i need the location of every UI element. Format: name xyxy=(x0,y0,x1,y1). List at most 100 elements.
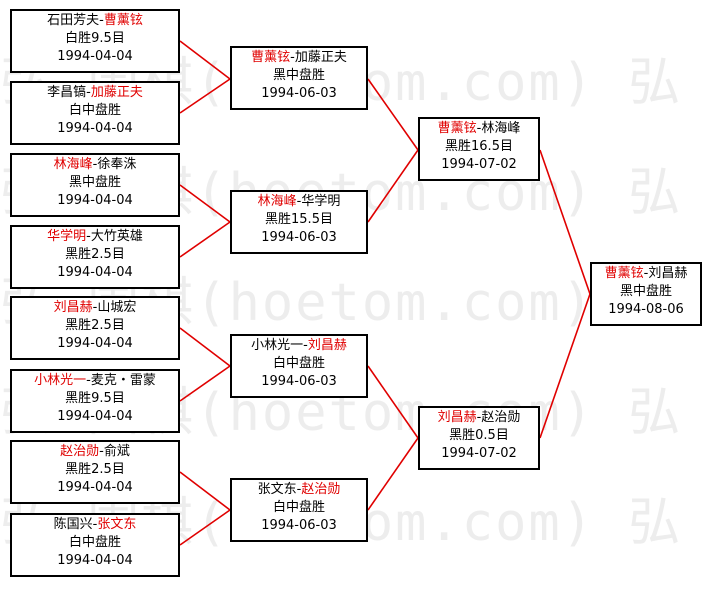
connector-line xyxy=(367,437,419,511)
player-1-winner: 林海峰 xyxy=(53,157,93,172)
player-2: 加藤正夫 xyxy=(294,50,347,65)
match-players: 赵治勋-俞斌 xyxy=(12,443,178,461)
match-date: 1994-06-03 xyxy=(261,86,337,101)
player-1: 石田芳夫 xyxy=(47,13,100,28)
player-2: 林海峰 xyxy=(481,121,521,136)
connector-line xyxy=(367,78,419,151)
match-result: 黑胜2.5目 xyxy=(65,462,125,477)
match-result: 黑胜0.5目 xyxy=(449,428,509,443)
match-players: 李昌镐-加藤正夫 xyxy=(12,84,178,102)
match-box-round1-4: 华学明-大竹英雄 黑胜2.5目 1994-04-04 xyxy=(10,225,180,289)
match-result: 白中盘胜 xyxy=(272,356,325,371)
player-1-winner: 曹薰铉 xyxy=(251,50,291,65)
match-date: 1994-04-04 xyxy=(57,480,133,495)
separator: - xyxy=(86,85,91,100)
match-result: 白胜9.5目 xyxy=(65,31,125,46)
match-result: 黑胜2.5目 xyxy=(65,247,125,262)
match-players: 刘昌赫-山城宏 xyxy=(12,299,178,317)
separator: - xyxy=(92,300,98,315)
player-1-winner: 刘昌赫 xyxy=(437,410,477,425)
separator: - xyxy=(476,410,482,425)
match-date: 1994-08-06 xyxy=(608,302,684,317)
separator: - xyxy=(92,517,98,532)
match-box-round1-1: 石田芳夫-曹薰铉 白胜9.5目 1994-04-04 xyxy=(10,9,180,73)
connector-line xyxy=(179,327,231,367)
player-2-winner: 刘昌赫 xyxy=(307,338,347,353)
match-players: 曹薰铉-林海峰 xyxy=(420,120,538,138)
match-players: 曹薰铉-加藤正夫 xyxy=(232,49,366,67)
player-1-winner: 曹薰铉 xyxy=(437,121,477,136)
player-1-winner: 小林光一 xyxy=(34,373,87,388)
player-2-winner: 赵治勋 xyxy=(301,482,341,497)
match-result: 黑中盘胜 xyxy=(68,175,121,190)
player-1-winner: 林海峰 xyxy=(257,194,297,209)
match-result: 黑胜9.5目 xyxy=(65,391,125,406)
match-players: 林海峰-徐奉洙 xyxy=(12,156,178,174)
connector-line xyxy=(179,184,231,223)
player-1: 小林光一 xyxy=(251,338,304,353)
match-players: 华学明-大竹英雄 xyxy=(12,228,178,246)
player-1: 陈国兴 xyxy=(53,517,93,532)
player-2: 俞斌 xyxy=(103,444,130,459)
player-2-winner: 曹薰铉 xyxy=(103,13,143,28)
separator: - xyxy=(290,50,295,65)
match-players: 刘昌赫-赵治勋 xyxy=(420,409,538,427)
player-2-winner: 张文东 xyxy=(97,517,137,532)
match-players: 石田芳夫-曹薰铉 xyxy=(12,12,178,30)
separator: - xyxy=(643,266,649,281)
match-date: 1994-04-04 xyxy=(57,336,133,351)
match-box-round1-7: 赵治勋-俞斌 黑胜2.5目 1994-04-04 xyxy=(10,440,180,504)
connector-line xyxy=(179,365,231,402)
match-box-round1-3: 林海峰-徐奉洙 黑中盘胜 1994-04-04 xyxy=(10,153,180,217)
player-2-winner: 加藤正夫 xyxy=(90,85,143,100)
match-date: 1994-04-04 xyxy=(57,553,133,568)
match-box-round1-8: 陈国兴-张文东 白中盘胜 1994-04-04 xyxy=(10,513,180,577)
match-date: 1994-04-04 xyxy=(57,49,133,64)
separator: - xyxy=(99,444,104,459)
connector-line xyxy=(179,40,231,80)
match-box-round3-1: 曹薰铉-林海峰 黑胜16.5目 1994-07-02 xyxy=(418,117,540,181)
match-box-round1-5: 刘昌赫-山城宏 黑胜2.5目 1994-04-04 xyxy=(10,296,180,360)
match-box-round2-4: 张文东-赵治勋 白中盘胜 1994-06-03 xyxy=(230,478,368,542)
match-date: 1994-04-04 xyxy=(57,409,133,424)
separator: - xyxy=(303,338,308,353)
match-players: 小林光一-刘昌赫 xyxy=(232,337,366,355)
match-players: 林海峰-华学明 xyxy=(232,193,366,211)
player-2: 华学明 xyxy=(301,194,341,209)
connector-line xyxy=(367,149,419,223)
player-1-winner: 曹薰铉 xyxy=(604,266,644,281)
connector-line xyxy=(539,149,591,295)
player-2: 徐奉洙 xyxy=(97,157,137,172)
match-result: 白中盘胜 xyxy=(272,500,325,515)
match-box-round2-1: 曹薰铉-加藤正夫 黑中盘胜 1994-06-03 xyxy=(230,46,368,110)
player-1-winner: 华学明 xyxy=(47,229,87,244)
player-2: 刘昌赫 xyxy=(648,266,688,281)
player-1: 张文东 xyxy=(257,482,297,497)
match-box-round1-6: 小林光一-麦克・雷蒙 黑胜9.5目 1994-04-04 xyxy=(10,369,180,433)
separator: - xyxy=(476,121,482,136)
match-result: 黑胜15.5目 xyxy=(265,212,333,227)
separator: - xyxy=(92,157,98,172)
connector-line xyxy=(539,293,591,439)
match-players: 曹薰铉-刘昌赫 xyxy=(592,265,700,283)
separator: - xyxy=(296,482,302,497)
match-players: 陈国兴-张文东 xyxy=(12,516,178,534)
connector-line xyxy=(179,78,231,114)
connector-line xyxy=(179,221,231,258)
player-2: 麦克・雷蒙 xyxy=(90,373,156,388)
player-2: 大竹英雄 xyxy=(90,229,143,244)
match-box-round2-3: 小林光一-刘昌赫 白中盘胜 1994-06-03 xyxy=(230,334,368,398)
match-box-round3-2: 刘昌赫-赵治勋 黑胜0.5目 1994-07-02 xyxy=(418,406,540,470)
match-box-round2-2: 林海峰-华学明 黑胜15.5目 1994-06-03 xyxy=(230,190,368,254)
player-2: 山城宏 xyxy=(97,300,137,315)
connector-line xyxy=(179,471,231,511)
match-result: 黑胜16.5目 xyxy=(445,139,513,154)
player-1-winner: 刘昌赫 xyxy=(53,300,93,315)
separator: - xyxy=(99,13,104,28)
match-players: 张文东-赵治勋 xyxy=(232,481,366,499)
separator: - xyxy=(86,229,91,244)
connector-line xyxy=(179,509,231,546)
match-box-final: 曹薰铉-刘昌赫 黑中盘胜 1994-08-06 xyxy=(590,262,702,326)
match-result: 黑中盘胜 xyxy=(272,68,325,83)
